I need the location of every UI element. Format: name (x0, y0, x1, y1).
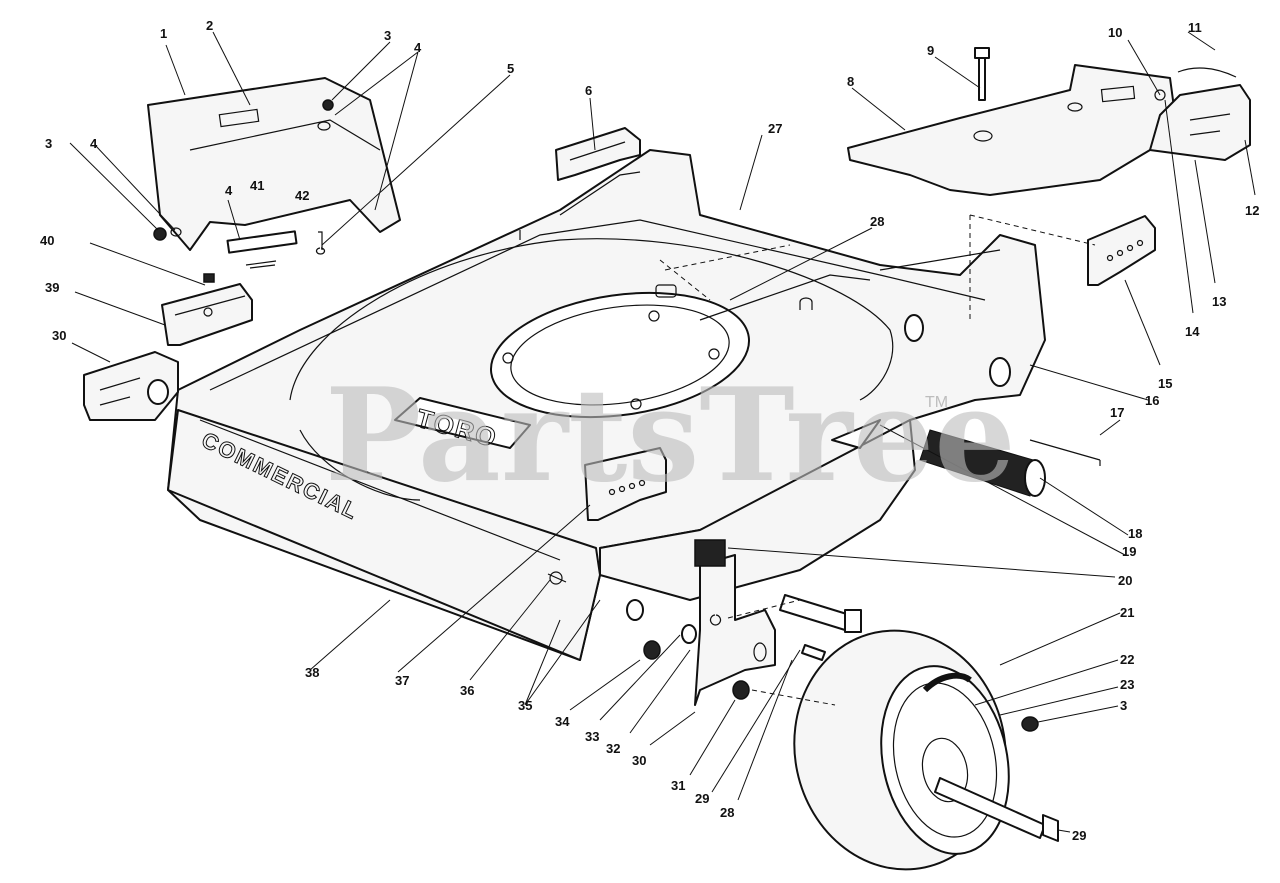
callout-42: 42 (295, 188, 309, 203)
callout-31b: 30 (632, 753, 646, 768)
callout-20: 20 (1118, 573, 1132, 588)
callout-23: 23 (1120, 677, 1134, 692)
watermark-trademark: TM (925, 394, 948, 411)
callout-35: 35 (518, 698, 532, 713)
callout-26: 28 (870, 214, 884, 229)
callout-21: 21 (1120, 605, 1134, 620)
callout-41: 41 (250, 178, 264, 193)
callout-32: 32 (606, 741, 620, 756)
watermark: PartsTree (325, 361, 1016, 511)
adjuster-6 (555, 127, 641, 181)
callout-13: 13 (1212, 294, 1226, 309)
callout-31a: 30 (52, 328, 66, 343)
callout-17: 17 (1110, 405, 1124, 420)
callout-30: 31 (671, 778, 685, 793)
callout-29: 29 (695, 791, 709, 806)
callout-15: 15 (1158, 376, 1172, 391)
rear-cover (847, 64, 1176, 196)
bushing-16b (989, 357, 1011, 387)
callout-25: 27 (768, 121, 782, 136)
wheel (793, 629, 1059, 871)
rear-guard (147, 77, 401, 269)
height-bracket-left (161, 273, 253, 346)
callout-3c: 3 (1120, 698, 1127, 713)
callout-9: 9 (927, 43, 934, 58)
callout-18: 18 (1128, 526, 1142, 541)
callout-36: 36 (460, 683, 474, 698)
adjuster-37 (584, 447, 667, 521)
callout-12: 12 (1245, 203, 1259, 218)
callout-34: 34 (555, 714, 570, 729)
callout-38: 38 (305, 665, 319, 680)
callout-10: 10 (1108, 25, 1122, 40)
callout-4a: 4 (414, 40, 422, 55)
small-hardware (547, 571, 750, 700)
callout-27: 29 (1072, 828, 1086, 843)
leader-lines (69, 31, 1256, 833)
discharge-ring (489, 244, 871, 419)
callout-39: 39 (45, 280, 59, 295)
callout-16: 16 (1145, 393, 1159, 408)
wheel-bracket-right (694, 539, 776, 706)
adjuster-15 (1087, 215, 1156, 286)
axle-bolt (779, 594, 862, 661)
bushing-16a (904, 314, 924, 342)
axle-bracket-left (83, 351, 179, 421)
callout-14: 14 (1185, 324, 1200, 339)
rod-assembly (919, 429, 1101, 497)
callouts: 1 2 3 4 5 6 3 4 4 41 42 40 39 30 8 9 10 … (40, 18, 1259, 843)
callout-22: 22 (1120, 652, 1134, 667)
callout-8: 8 (847, 74, 854, 89)
bolt-9 (974, 47, 990, 101)
callout-40: 40 (40, 233, 54, 248)
callout-4b: 4 (90, 136, 98, 151)
side-decal (831, 419, 881, 449)
callout-3a: 3 (384, 28, 391, 43)
callout-33: 33 (585, 729, 599, 744)
callout-28: 28 (720, 805, 734, 820)
callout-2: 2 (206, 18, 213, 33)
callout-11: 11 (1188, 20, 1202, 35)
callout-6: 6 (585, 83, 592, 98)
callout-1: 1 (160, 26, 167, 41)
callout-37: 37 (395, 673, 409, 688)
bracket-13 (1149, 67, 1251, 161)
callout-19: 19 (1122, 544, 1136, 559)
callout-3b: 3 (45, 136, 52, 151)
callout-5: 5 (507, 61, 514, 76)
callout-4c: 4 (225, 183, 233, 198)
